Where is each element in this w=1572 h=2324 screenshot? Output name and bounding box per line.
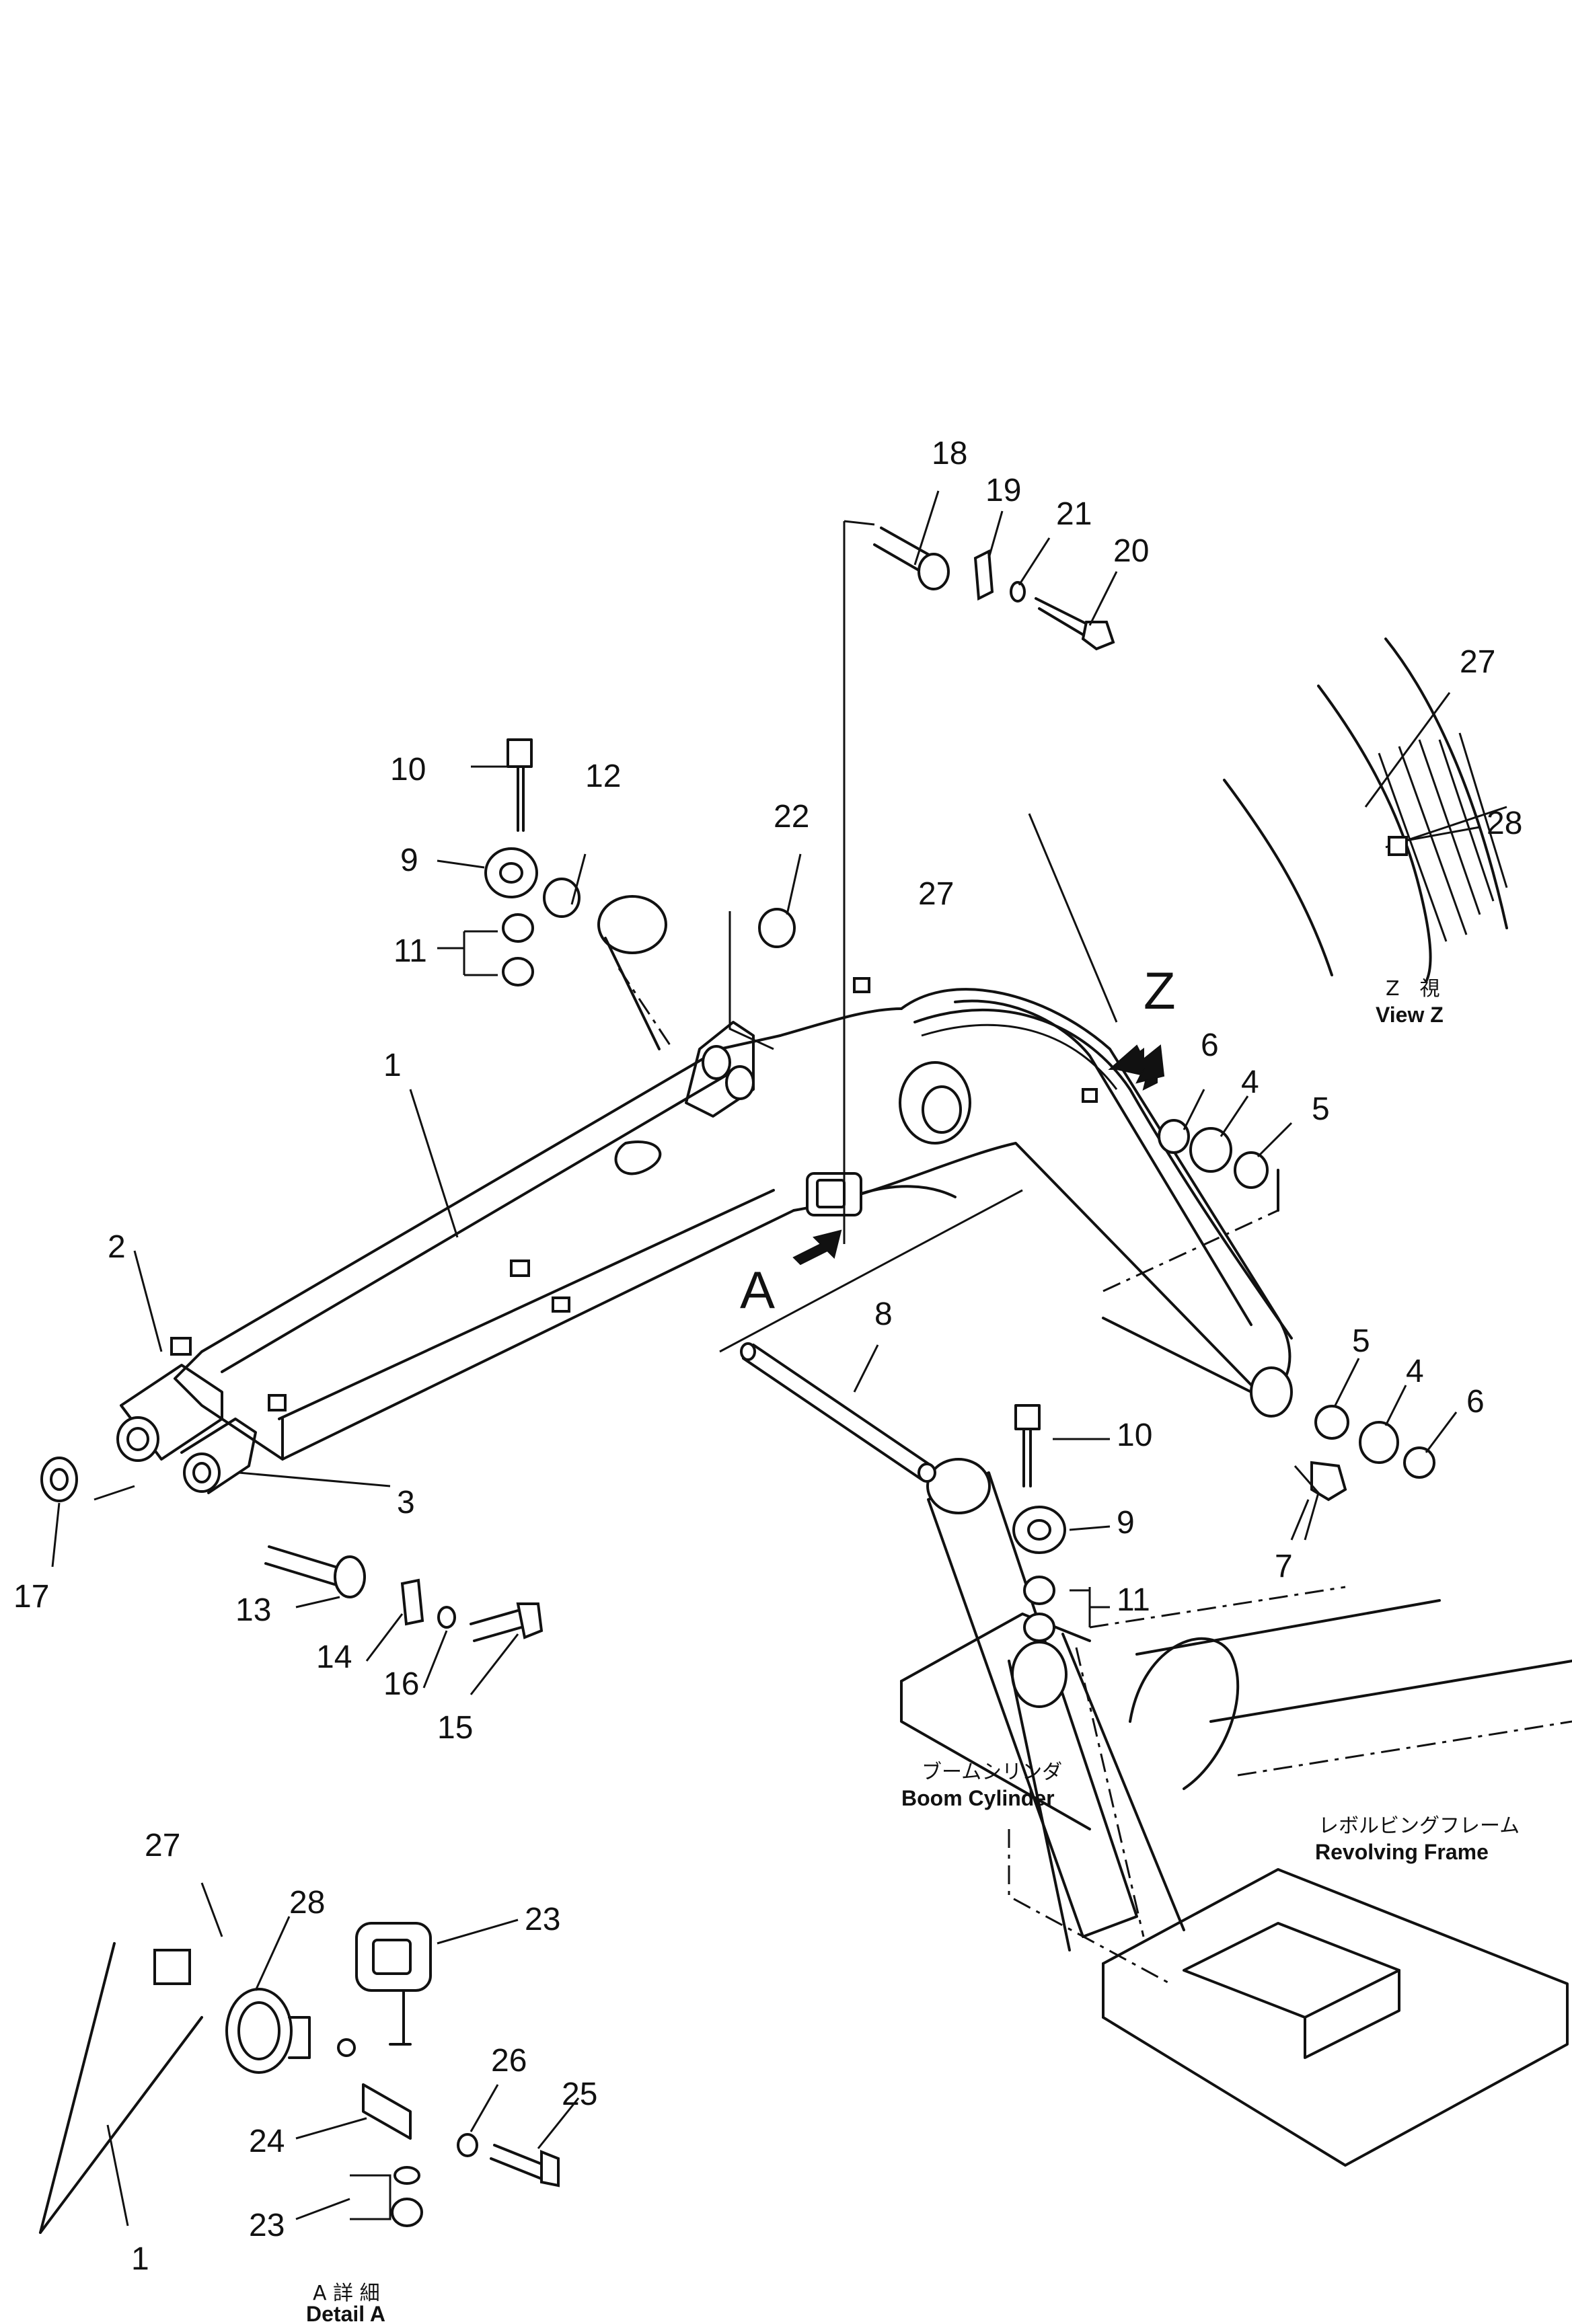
callout-7: 7 [1275,1549,1293,1584]
callout-11-top: 11 [394,933,427,969]
callout-19: 19 [985,473,1021,508]
callout-6-upper: 6 [1201,1028,1219,1063]
view-z-arrow [1108,1044,1165,1084]
pin-group-left [40,1457,544,1642]
callout-25: 25 [562,2077,597,2112]
callout-3: 3 [397,1485,415,1520]
view-z-caption-en: View Z [1376,1003,1444,1027]
callout-21: 21 [1056,496,1092,532]
callout-10-middle: 10 [1117,1418,1152,1453]
callout-labels: 1 2 3 4 4 5 5 6 6 7 8 9 9 10 10 11 11 12… [13,436,1522,2277]
bearing-group-top [484,738,796,1050]
callout-20: 20 [1113,533,1149,569]
callout-15: 15 [437,1710,473,1746]
callout-13: 13 [235,1592,271,1628]
callout-9-top: 9 [400,843,418,878]
callout-5-upper: 5 [1312,1091,1330,1127]
detail-a-inset [39,1922,560,2234]
work-lamp [792,1172,957,1266]
callout-17: 17 [13,1579,49,1615]
detail-a-caption-en: Detail A [306,2302,385,2324]
callout-14: 14 [316,1639,352,1675]
bearing-group-middle [1012,1404,1066,1642]
callout-10-top: 10 [390,752,426,787]
boom-body [116,977,1293,1494]
pin-group-lower-right [1294,1405,1435,1541]
boom-cylinder-caption-en: Boom Cylinder [901,1786,1055,1810]
callout-27-boom: 27 [918,876,954,912]
boom-cylinder [926,1458,1185,1951]
callout-22: 22 [774,799,809,835]
callout-4-upper: 4 [1241,1064,1259,1100]
callout-2: 2 [108,1229,126,1265]
revolving-frame [900,1586,1572,2167]
revolving-frame-caption-en: Revolving Frame [1315,1840,1489,1864]
callout-26: 26 [491,2043,527,2079]
callout-12: 12 [585,759,621,794]
callout-1: 1 [383,1048,402,1083]
pin-group-18-21 [843,520,1115,1244]
callout-18: 18 [932,436,967,471]
callout-4-lower: 4 [1406,1354,1424,1389]
callout-1-detail: 1 [131,2241,149,2277]
callout-9-middle: 9 [1117,1505,1135,1541]
callout-23-lamp: 23 [525,1902,560,1937]
callout-16: 16 [383,1666,419,1702]
callout-28-viewz: 28 [1487,806,1522,841]
callout-28-detail: 28 [289,1885,325,1921]
view-z-caption-jp: Z 視 [1386,977,1440,1001]
callout-8: 8 [874,1296,893,1332]
boom-cylinder-caption-jp: ブームシリンダ [922,1760,1062,1784]
pin-8 [719,1189,1023,1483]
detail-a-marker: A [740,1260,775,1319]
callout-24: 24 [249,2124,285,2159]
callout-23-nut: 23 [249,2208,285,2243]
leader-lines [51,490,1481,2226]
view-z-marker: Z [1144,961,1176,1020]
callout-27-viewz: 27 [1460,644,1495,680]
revolving-frame-caption-jp: レボルビングフレーム [1318,1814,1520,1838]
captions: Z 視 View Z ブームシリンダ Boom Cylinder レボルビングフ… [306,977,1520,2324]
callout-27-detail: 27 [145,1828,180,1863]
detail-a-caption-jp: A 詳 細 [313,2282,380,2305]
callout-11-middle: 11 [1117,1582,1150,1618]
callout-6-lower: 6 [1466,1384,1485,1420]
callout-5-lower: 5 [1352,1323,1370,1359]
